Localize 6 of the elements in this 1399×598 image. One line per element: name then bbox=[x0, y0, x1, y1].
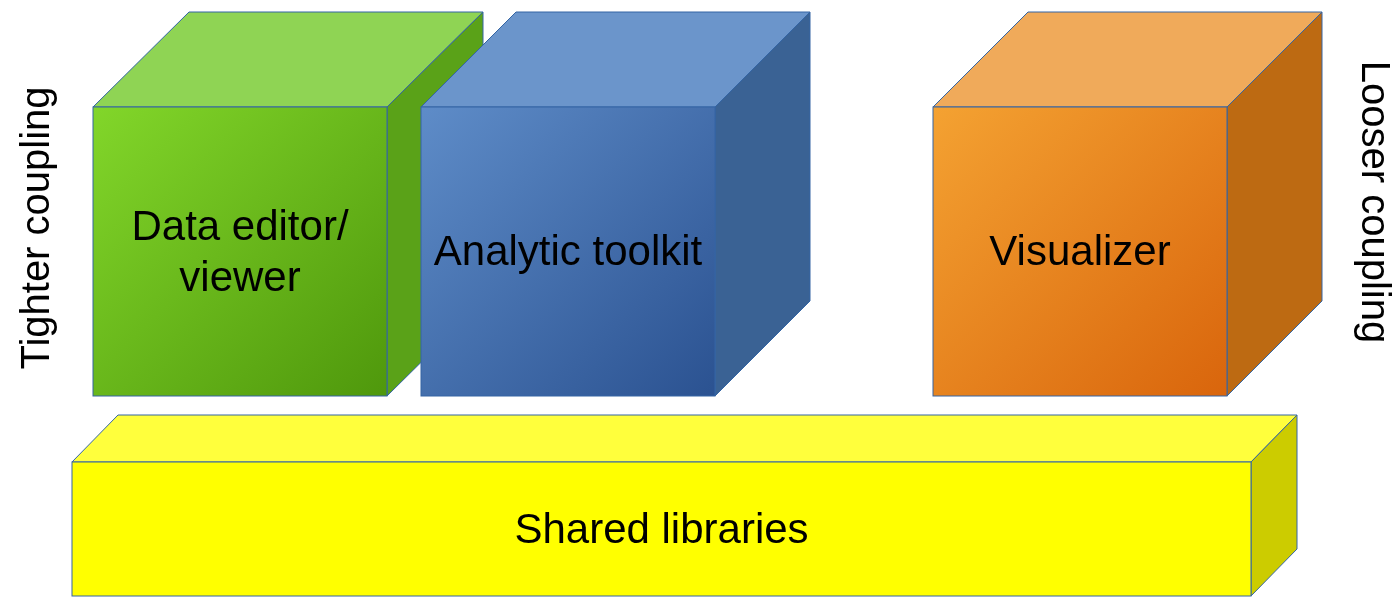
cube-label: Data editor/ viewer bbox=[130, 201, 350, 302]
cube-label: Visualizer bbox=[989, 226, 1171, 277]
cube-label: Analytic toolkit bbox=[433, 226, 703, 277]
axis-label: Tighter coupling bbox=[12, 86, 58, 370]
axis-label: Looser coupling bbox=[1352, 60, 1398, 344]
cube-label: Shared libraries bbox=[514, 503, 809, 554]
